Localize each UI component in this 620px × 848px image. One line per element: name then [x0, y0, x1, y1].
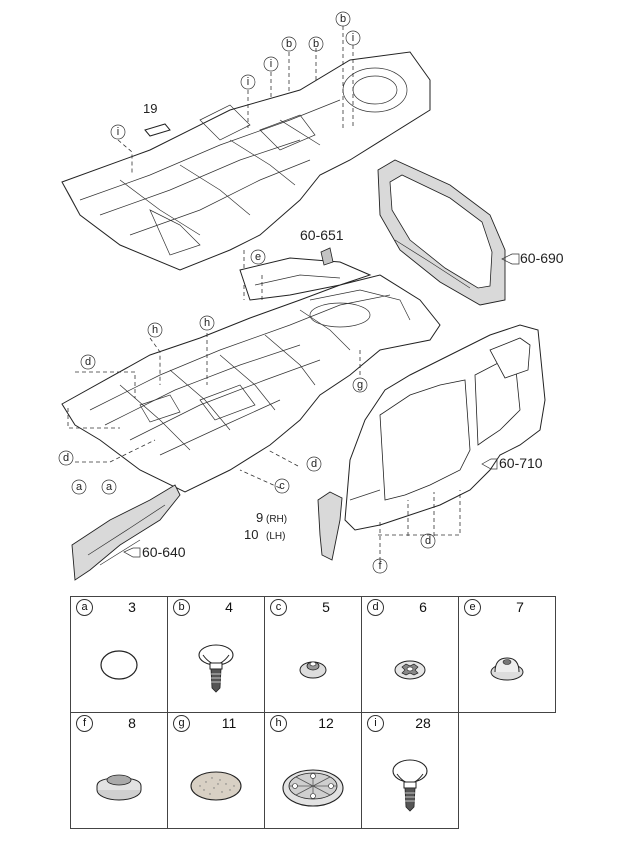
legend-cell-g: g 11	[167, 712, 265, 829]
grommet-small-icon	[265, 618, 361, 712]
svg-text:h: h	[152, 324, 158, 336]
floor-panel-rear-upper	[239, 257, 372, 301]
legend-part-number: 6	[419, 599, 427, 615]
legend-part-number: 7	[516, 599, 524, 615]
svg-text:h: h	[204, 317, 210, 329]
callout-c-1: c	[274, 478, 290, 494]
legend-part-number: 5	[322, 599, 330, 615]
callout-h-1: h	[147, 322, 163, 338]
lower-leader-lines	[67, 275, 461, 566]
callout-b-1: b	[335, 11, 351, 27]
callout-d-1: d	[80, 354, 96, 370]
legend-letter: h	[270, 715, 287, 732]
legend-part-number: 3	[128, 599, 136, 615]
legend-cell-h: h 12	[264, 712, 362, 829]
part-number-60-710: 60-710	[499, 455, 543, 471]
legend-part-number: 8	[128, 715, 136, 731]
part-number-9: 9	[256, 510, 263, 525]
svg-text:d: d	[85, 356, 91, 368]
svg-text:i: i	[352, 32, 354, 44]
svg-text:b: b	[286, 38, 292, 50]
legend-cell-i: i 28	[361, 712, 459, 829]
floor-pan-main	[61, 274, 441, 493]
callout-a-1: a	[71, 479, 87, 495]
legend-letter: i	[367, 715, 384, 732]
plug-stepped-icon	[71, 734, 167, 828]
legend-cell-empty	[459, 713, 556, 829]
callout-i-4: i	[110, 124, 126, 140]
legend-letter: d	[367, 599, 384, 616]
callout-h-2: h	[199, 315, 215, 331]
push-clip-icon	[362, 734, 458, 828]
reference-arrows	[123, 253, 520, 558]
legend-part-number: 11	[221, 715, 237, 731]
bracket-60-651	[320, 247, 334, 266]
side-member-front	[71, 484, 181, 581]
plug-textured-icon	[168, 734, 264, 828]
svg-text:g: g	[357, 379, 363, 391]
callout-i-2: i	[263, 56, 279, 72]
callout-a-2: a	[101, 479, 117, 495]
callout-d-3: d	[306, 456, 322, 472]
svg-text:a: a	[106, 481, 113, 493]
grommet-star-icon	[362, 618, 458, 712]
callout-d-2: d	[58, 450, 74, 466]
plug-large-ribbed-icon	[265, 734, 361, 828]
legend-letter: b	[173, 599, 190, 616]
grommet-domed-icon	[459, 618, 555, 712]
svg-text:b: b	[340, 13, 346, 25]
part-number-60-640: 60-640	[142, 544, 186, 560]
legend-part-number: 28	[415, 715, 431, 731]
svg-text:i: i	[270, 58, 272, 70]
svg-text:a: a	[76, 481, 83, 493]
body-side-outer-panel	[344, 324, 546, 531]
tailgate-panel	[377, 159, 506, 306]
callout-e-1: e	[250, 249, 266, 265]
center-pillar-trim	[317, 491, 343, 561]
svg-text:e: e	[255, 251, 261, 263]
exploded-parts-diagram: 19	[58, 11, 564, 581]
svg-text:i: i	[247, 76, 249, 88]
part-number-60-651: 60-651	[300, 227, 344, 243]
legend-part-number: 4	[225, 599, 233, 615]
svg-text:d: d	[63, 452, 69, 464]
part-number-60-690: 60-690	[520, 250, 564, 266]
legend-letter: c	[270, 599, 287, 616]
round-plug-icon	[71, 618, 167, 712]
legend-letter: f	[76, 715, 93, 732]
svg-text:b: b	[313, 38, 319, 50]
legend-part-number: 12	[318, 715, 334, 731]
svg-text:d: d	[311, 458, 317, 470]
callout-g-1: g	[352, 377, 368, 393]
callout-i-1: i	[345, 30, 361, 46]
svg-text:f: f	[378, 560, 382, 572]
callout-i-3: i	[240, 74, 256, 90]
callout-b-2: b	[281, 36, 297, 52]
part-side-lh: (LH)	[266, 531, 285, 542]
legend-letter: g	[173, 715, 190, 732]
svg-text:d: d	[425, 535, 431, 547]
part-side-rh: (RH)	[266, 514, 287, 525]
part-number-10: 10	[244, 527, 258, 542]
floor-carpet-upper	[61, 51, 431, 271]
legend-letter: a	[76, 599, 93, 616]
callout-f-1: f	[372, 558, 388, 574]
callout-d-4: d	[420, 533, 436, 549]
svg-text:i: i	[117, 126, 119, 138]
push-clip-icon	[168, 618, 264, 712]
part-19-pad	[144, 123, 171, 137]
legend-letter: e	[464, 599, 481, 616]
callout-b-3: b	[308, 36, 324, 52]
svg-text:c: c	[279, 480, 285, 492]
part-number-19: 19	[143, 101, 157, 116]
